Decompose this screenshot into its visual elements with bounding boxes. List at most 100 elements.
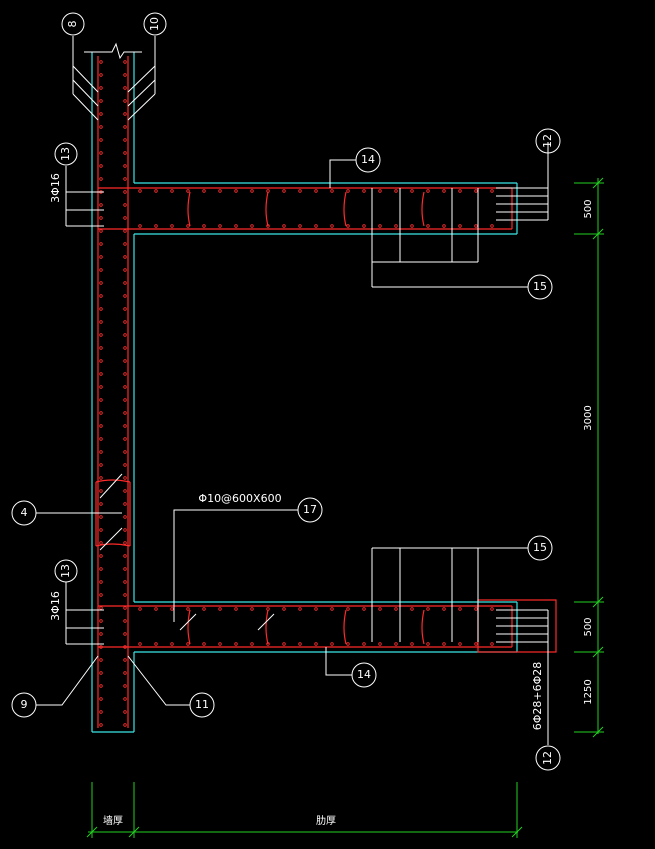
tag-17: 17 bbox=[297, 497, 323, 523]
rebar-dot bbox=[154, 189, 158, 193]
rebar-dot bbox=[123, 73, 127, 77]
rebar-dot bbox=[442, 224, 446, 228]
rebar-dot bbox=[99, 255, 103, 259]
rebar-dot bbox=[378, 607, 382, 611]
dim-500-bottom: 500 bbox=[583, 617, 594, 636]
rebar-dot bbox=[123, 112, 127, 116]
rebar-dot bbox=[346, 224, 350, 228]
rebar-dot bbox=[99, 372, 103, 376]
rebar-dot bbox=[99, 684, 103, 688]
rebar-dot bbox=[266, 607, 270, 611]
rebar-dot bbox=[99, 307, 103, 311]
rebar-dot bbox=[170, 224, 174, 228]
rebar-dot bbox=[99, 359, 103, 363]
tag-10: 10 bbox=[143, 12, 167, 36]
tag-14-bottom-label: 14 bbox=[357, 668, 371, 681]
rebar-dot bbox=[123, 177, 127, 181]
rebar-dot bbox=[99, 216, 103, 220]
tag-8: 8 bbox=[61, 12, 85, 36]
rebar-dot bbox=[218, 607, 222, 611]
rebar-dot bbox=[170, 189, 174, 193]
rebar-dot bbox=[123, 606, 127, 610]
rebar-dot bbox=[123, 489, 127, 493]
rebar-dot bbox=[266, 642, 270, 646]
rebar-dot bbox=[234, 642, 238, 646]
rebar-dot bbox=[123, 203, 127, 207]
rebar-dot bbox=[123, 411, 127, 415]
tag-15-bottom: 15 bbox=[527, 535, 553, 561]
rebar-dot bbox=[99, 645, 103, 649]
rebar-dot bbox=[123, 359, 127, 363]
tag-9-label: 9 bbox=[21, 698, 28, 711]
rebar-dot bbox=[123, 528, 127, 532]
horizontal-dimension bbox=[86, 782, 523, 838]
rebar-dot bbox=[123, 372, 127, 376]
rebar-dot bbox=[474, 224, 478, 228]
tag-12-top-label: 12 bbox=[541, 134, 554, 148]
rebar-dot bbox=[99, 463, 103, 467]
tag-12-top: 12 bbox=[535, 128, 561, 154]
rebar-dot bbox=[490, 607, 494, 611]
top-rib-rebar bbox=[98, 187, 513, 230]
rebar-dot bbox=[394, 607, 398, 611]
rebar-dot bbox=[99, 151, 103, 155]
rebar-dot bbox=[99, 515, 103, 519]
rebar-dot bbox=[123, 541, 127, 545]
rebar-dot bbox=[123, 723, 127, 727]
rebar-dot bbox=[170, 642, 174, 646]
end-anchor-bars bbox=[496, 153, 549, 745]
rebar-dot bbox=[123, 502, 127, 506]
rebar-dot bbox=[458, 224, 462, 228]
rebar-dot bbox=[99, 424, 103, 428]
rebar-dot bbox=[99, 242, 103, 246]
rebar-dot bbox=[99, 333, 103, 337]
rebar-dot bbox=[123, 710, 127, 714]
rebar-dot bbox=[154, 224, 158, 228]
rebar-dot bbox=[250, 607, 254, 611]
rebar-dot bbox=[282, 607, 286, 611]
tag-4: 4 bbox=[11, 500, 37, 526]
rebar-dot bbox=[99, 658, 103, 662]
rebar-dot bbox=[234, 224, 238, 228]
rebar-dot bbox=[410, 224, 414, 228]
rebar-dot bbox=[314, 224, 318, 228]
rebar-dot bbox=[394, 224, 398, 228]
rebar-spec-bottom: 3Φ16 bbox=[49, 591, 62, 621]
rebar-dot bbox=[186, 224, 190, 228]
rebar-dot bbox=[362, 607, 366, 611]
rebar-dot bbox=[330, 224, 334, 228]
rebar-dot bbox=[138, 189, 142, 193]
rebar-dot bbox=[123, 60, 127, 64]
rebar-dot bbox=[170, 607, 174, 611]
rebar-dot bbox=[410, 642, 414, 646]
rebar-dot bbox=[123, 190, 127, 194]
rebar-dot bbox=[123, 645, 127, 649]
wall-lap-ties bbox=[95, 479, 131, 547]
rebar-dot bbox=[218, 189, 222, 193]
rebar-dot bbox=[186, 607, 190, 611]
rebar-dot bbox=[458, 189, 462, 193]
rebar-dot bbox=[99, 554, 103, 558]
rebar-dot bbox=[426, 642, 430, 646]
rebar-dot bbox=[138, 607, 142, 611]
dim-rib-thickness: 肋厚 bbox=[316, 814, 336, 827]
rebar-dot bbox=[99, 567, 103, 571]
rebar-dot bbox=[99, 697, 103, 701]
dim-1250: 1250 bbox=[583, 679, 594, 704]
rebar-dot bbox=[99, 619, 103, 623]
rebar-dot bbox=[99, 177, 103, 181]
rebar-dot bbox=[99, 73, 103, 77]
rebar-dot bbox=[474, 642, 478, 646]
rebar-dot bbox=[123, 593, 127, 597]
rebar-dot bbox=[442, 607, 446, 611]
rebar-dot bbox=[330, 189, 334, 193]
rebar-dot bbox=[202, 607, 206, 611]
rebar-dot bbox=[123, 268, 127, 272]
rebar-dot bbox=[123, 476, 127, 480]
rebar-dot bbox=[442, 189, 446, 193]
rebar-dot bbox=[123, 229, 127, 233]
rebar-dot bbox=[99, 203, 103, 207]
rebar-dot bbox=[138, 224, 142, 228]
rebar-dot bbox=[362, 642, 366, 646]
